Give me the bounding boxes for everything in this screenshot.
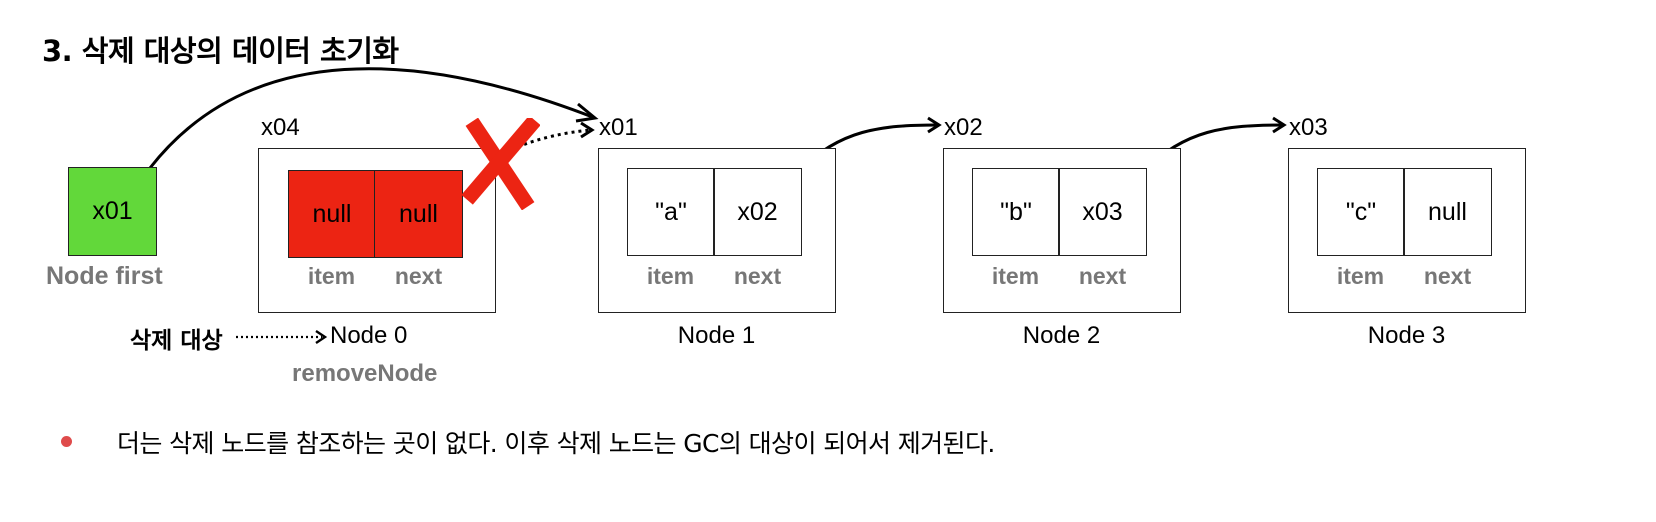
- node0-name: Node 0: [330, 322, 408, 349]
- note-text: 더는 삭제 노드를 참조하는 곳이 없다. 이후 삭제 노드는 GC의 대상이 …: [117, 429, 995, 458]
- slide-title: 3. 삭제 대상의 데이터 초기화: [42, 34, 399, 68]
- node2-address: x02: [944, 114, 983, 141]
- node3-next-label: next: [1423, 263, 1472, 289]
- node2-item-cell: "b": [972, 168, 1060, 256]
- node2-item-label: item: [991, 263, 1040, 289]
- node3-item-label: item: [1336, 263, 1385, 289]
- bullet-icon: [61, 436, 72, 447]
- node1-item-cell: "a": [627, 168, 715, 256]
- node0-next-cell: null: [374, 170, 463, 258]
- arrowhead-remove-target: [315, 330, 328, 344]
- node1-name: Node 1: [677, 322, 756, 349]
- first-pointer-box: x01: [68, 167, 157, 256]
- arrowhead-first-to-node1: [575, 102, 599, 123]
- arrowhead-node2-to-node3: [1272, 116, 1287, 134]
- node1-next-value: x02: [737, 197, 778, 226]
- node0-next-label: next: [394, 263, 443, 289]
- node0-item-value: null: [312, 199, 352, 228]
- node3-next-value: null: [1428, 197, 1467, 226]
- node0-next-value: null: [399, 199, 438, 228]
- node3-item-cell: "c": [1317, 168, 1405, 256]
- node3-item-value: "c": [1345, 197, 1377, 226]
- node0-alias: removeNode: [292, 360, 438, 387]
- first-pointer-value: x01: [92, 197, 133, 225]
- node3-address: x03: [1289, 114, 1328, 141]
- node1-item-value: "a": [655, 197, 687, 226]
- node2-box: [943, 148, 1181, 313]
- node2-name: Node 2: [1022, 322, 1101, 349]
- first-pointer-label: Node first: [46, 262, 163, 290]
- node3-next-cell: null: [1403, 168, 1492, 256]
- node1-box: [598, 148, 836, 313]
- remove-target-label: 삭제 대상: [130, 328, 223, 354]
- node2-next-cell: x03: [1058, 168, 1147, 256]
- node2-next-label: next: [1078, 263, 1127, 289]
- node2-next-value: x03: [1082, 197, 1123, 226]
- node1-next-cell: x02: [713, 168, 802, 256]
- node1-address: x01: [599, 114, 638, 141]
- cross-mark-icon: [462, 118, 540, 210]
- node0-item-label: item: [307, 263, 356, 289]
- node3-name: Node 3: [1367, 322, 1446, 349]
- node0-item-cell: null: [288, 170, 376, 258]
- arrowhead-node1-to-node2: [927, 116, 942, 134]
- node1-next-label: next: [733, 263, 782, 289]
- node1-item-label: item: [646, 263, 695, 289]
- node0-address: x04: [261, 114, 300, 141]
- node2-item-value: "b": [1000, 197, 1032, 226]
- arrowhead-node0-to-node1: [580, 121, 595, 139]
- node3-box: [1288, 148, 1526, 313]
